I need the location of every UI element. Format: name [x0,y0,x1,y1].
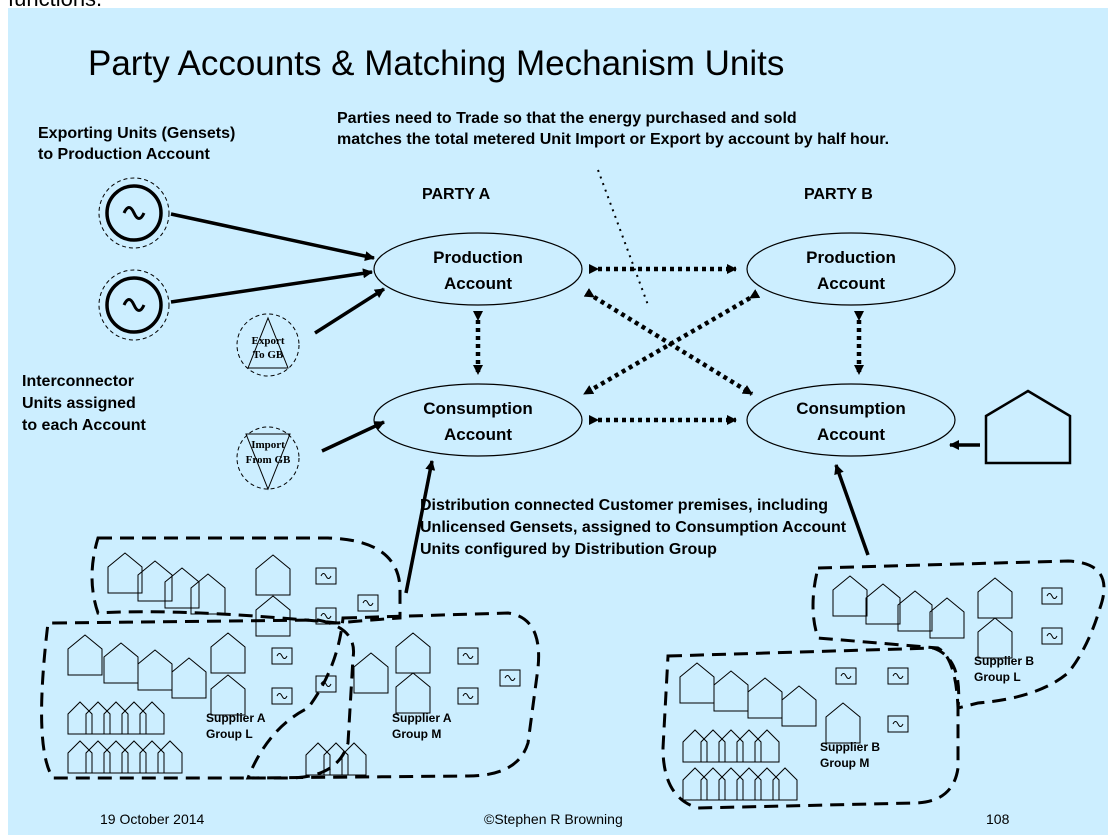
supplier-b-group-l-line2: Group L [974,670,1021,684]
house-icon [984,389,1072,465]
distribution-note-line3: Units configured by Distribution Group [420,541,717,558]
party-b-production-account [746,232,956,306]
interconnector-note-line2: Units assigned [22,395,136,412]
party-a-production-line1: Production [433,248,523,267]
supplier-a-group-m-region [245,611,541,780]
house-icon [305,632,521,776]
trade-note-line1: Parties need to Trade so that the energy… [337,110,797,127]
supplier-a-group-m-line2: Group M [392,727,442,741]
connector-arrows [170,212,980,594]
supplier-a-group-l-region [40,536,402,780]
house-icon [679,662,909,801]
trade-note-line2: matches the total metered Unit Import or… [337,131,890,148]
party-a-consumption-line2: Account [444,425,512,444]
genset-icon [98,177,170,249]
party-a-label: PARTY A [422,186,491,203]
import-triangle-icon [236,426,300,491]
supplier-b-group-m-region [661,646,961,810]
distribution-note-line1: Distribution connected Customer premises… [420,497,829,514]
supplier-b-group-m-line1: Supplier B [820,740,881,754]
footer-date: 19 October 2014 [100,811,205,827]
party-a-production-account [373,232,583,306]
import-label-line2: From GB [245,454,291,466]
party-b-consumption-line2: Account [817,425,885,444]
party-b-consumption-account [746,383,956,457]
footer-page-number: 108 [986,811,1010,827]
house-icon [832,575,1063,659]
exporting-note-line1: Exporting Units (Gensets) [38,125,236,142]
party-b-production-line2: Account [817,274,885,293]
slide: Party Accounts & Matching Mechanism Unit… [8,8,1108,835]
export-triangle-icon [236,313,300,377]
pointer-line [597,169,649,306]
export-label-line2: To GB [252,349,284,361]
supplier-a-group-l-line2: Group L [206,727,253,741]
party-a-consumption-account [373,383,583,457]
diagram-canvas [40,169,1106,810]
supplier-a-group-l-line1: Supplier A [206,711,266,725]
exporting-note-line2: to Production Account [38,146,210,163]
party-a-consumption-line1: Consumption [423,399,533,418]
party-b-label: PARTY B [804,186,873,203]
interconnector-note-line3: to each Account [22,417,146,434]
footer-copyright: ©Stephen R Browning [484,811,623,827]
supplier-a-group-m-line1: Supplier A [392,711,452,725]
export-label-line1: Export [251,335,285,347]
import-label-line1: Import [251,439,285,451]
header-fragment: functions. [8,0,102,12]
slide-title: Party Accounts & Matching Mechanism Unit… [88,44,785,83]
party-a-production-line2: Account [444,274,512,293]
supplier-b-group-l-line1: Supplier B [974,654,1035,668]
distribution-note-line2: Unlicensed Gensets, assigned to Consumpt… [420,519,847,536]
supplier-b-group-m-line2: Group M [820,756,870,770]
party-b-consumption-line1: Consumption [796,399,906,418]
party-b-production-line1: Production [806,248,896,267]
genset-icon [98,269,170,341]
trade-arrows [473,264,864,425]
interconnector-note-line1: Interconnector [22,373,135,390]
